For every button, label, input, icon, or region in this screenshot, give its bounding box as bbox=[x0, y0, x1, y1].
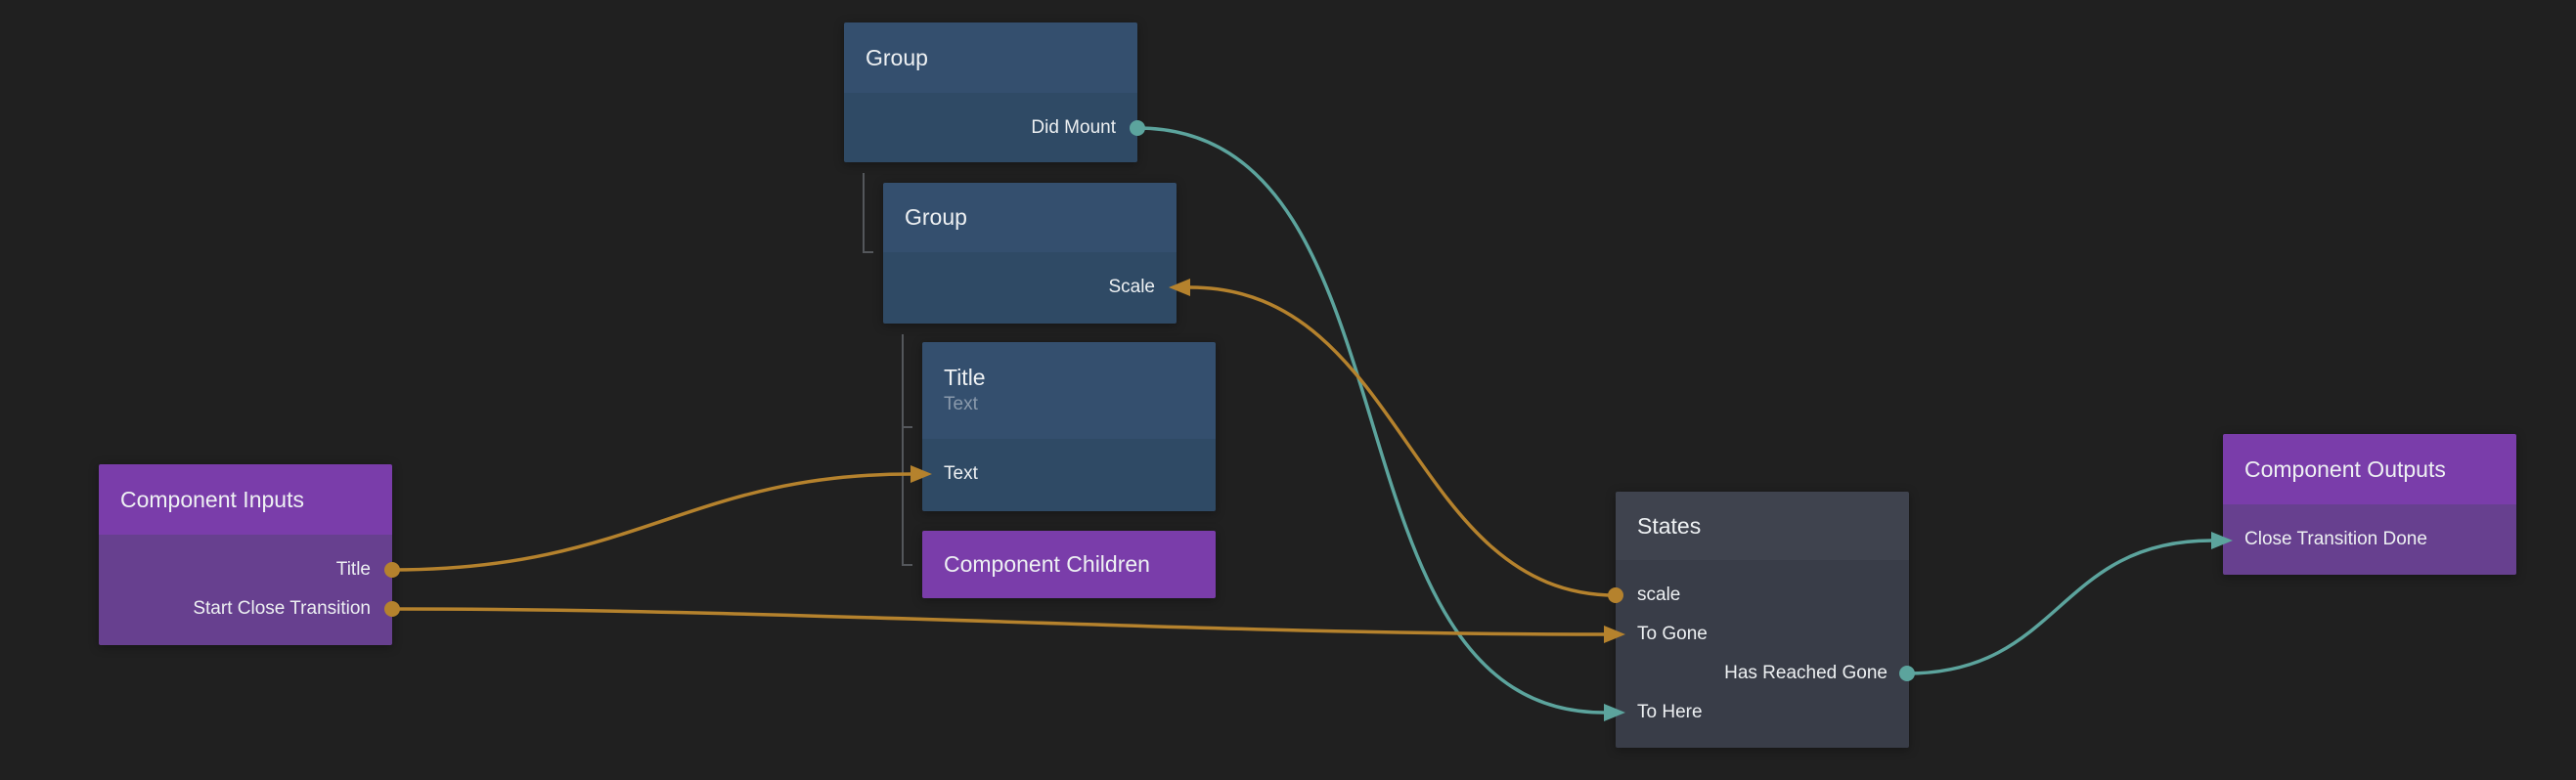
node-component-inputs[interactable]: Component Inputs Title Start Close Trans… bbox=[99, 464, 392, 645]
node-group-nested[interactable]: Group Scale bbox=[883, 183, 1177, 324]
node-component-outputs[interactable]: Component Outputs Close Transition Done bbox=[2223, 434, 2516, 575]
node-states[interactable]: States scale To Gone Has Reached Gone To… bbox=[1616, 492, 1909, 748]
wire-scale-to-scale[interactable] bbox=[1188, 285, 1618, 597]
node-title: States bbox=[1637, 512, 1702, 539]
port-row-did-mount[interactable]: Did Mount bbox=[1031, 117, 1116, 138]
wire-has-reached-gone-to-close-transition-done[interactable] bbox=[1905, 539, 2213, 675]
port-row-scale-input[interactable]: Scale bbox=[1108, 277, 1155, 297]
node-subtitle: Text bbox=[944, 394, 978, 414]
node-group-top[interactable]: Group Did Mount bbox=[844, 22, 1137, 162]
wire-title-to-text[interactable] bbox=[390, 472, 912, 572]
tree-guide-group-top-to-nested bbox=[863, 173, 873, 253]
wire-start-close-transition-to-to-gone[interactable] bbox=[390, 607, 1606, 636]
node-header: Component Inputs bbox=[99, 464, 392, 535]
node-header: States bbox=[1616, 492, 1909, 560]
port-row-close-transition-done[interactable]: Close Transition Done bbox=[2244, 529, 2427, 549]
node-title: Group bbox=[905, 204, 967, 230]
port-row-to-here[interactable]: To Here bbox=[1637, 702, 1703, 722]
port-row-scale-output[interactable]: scale bbox=[1637, 585, 1681, 605]
port-row-text-input[interactable]: Text bbox=[944, 463, 978, 484]
node-header: Component Children bbox=[922, 531, 1216, 598]
node-header: Group bbox=[883, 183, 1177, 252]
port-row-to-gone[interactable]: To Gone bbox=[1637, 624, 1708, 644]
port-row-start-close-transition[interactable]: Start Close Transition bbox=[193, 598, 371, 619]
node-header: Component Outputs bbox=[2223, 434, 2516, 504]
node-title: Component Children bbox=[944, 551, 1150, 577]
node-title: Component Outputs bbox=[2244, 455, 2446, 482]
port-row-has-reached-gone[interactable]: Has Reached Gone bbox=[1724, 663, 1888, 683]
node-title: Title bbox=[944, 365, 986, 390]
node-component-children[interactable]: Component Children bbox=[922, 531, 1216, 598]
node-title-layer[interactable]: Title Text Text bbox=[922, 342, 1216, 511]
node-title: Component Inputs bbox=[120, 486, 304, 512]
node-header: Group bbox=[844, 22, 1137, 93]
tree-guide-group-nested-children bbox=[902, 334, 912, 566]
node-header: Title Text bbox=[922, 342, 1216, 439]
port-row-title-output[interactable]: Title bbox=[335, 559, 371, 580]
node-title: Group bbox=[866, 44, 928, 70]
